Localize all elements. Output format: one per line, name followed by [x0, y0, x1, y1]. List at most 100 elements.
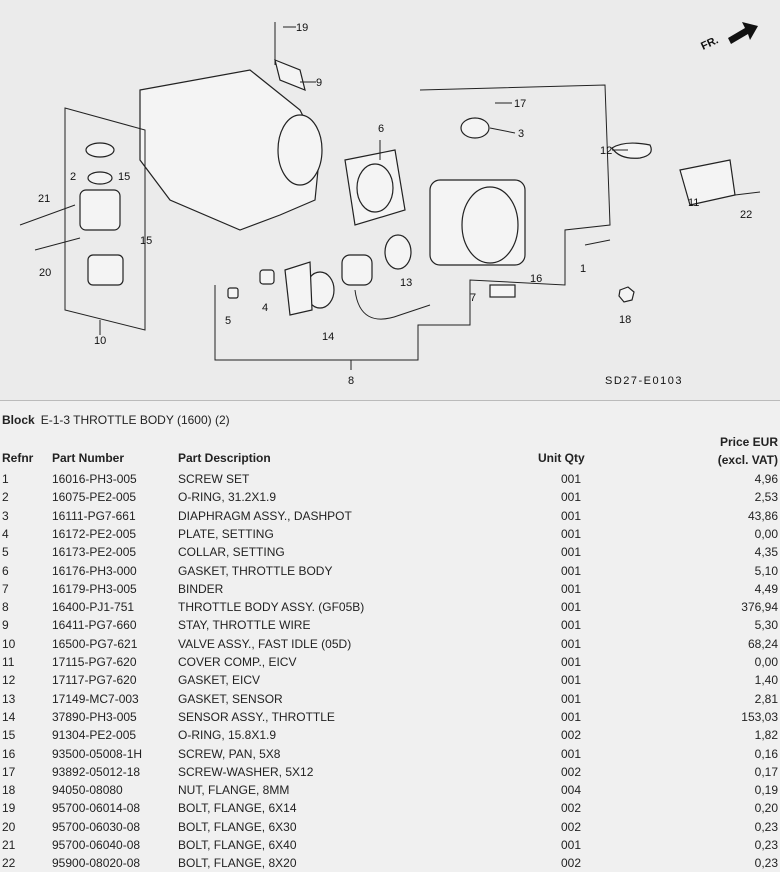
description-cell: GASKET, SENSOR: [178, 691, 283, 706]
diagram-code: SD27-E0103: [605, 375, 683, 387]
ref-cell: 18: [2, 783, 16, 798]
price-cell: 5,30: [754, 618, 778, 633]
callout: 16: [530, 273, 542, 285]
qty-cell: 002: [561, 728, 582, 743]
table-row: 7 16179-PH3-005 BINDER 001 4,49: [0, 580, 780, 598]
qty-cell: 001: [561, 472, 582, 486]
price-cell: 376,94: [741, 600, 778, 615]
part-number-cell: 95700-06030-08: [52, 819, 141, 834]
description-cell: SCREW-WASHER, 5X12: [178, 764, 314, 779]
front-direction-arrow-icon: [728, 22, 758, 44]
qty-cell: 001: [561, 490, 582, 505]
qty-cell: 001: [561, 673, 582, 688]
qty-cell: 001: [561, 838, 582, 852]
part-number-cell: 16173-PE2-005: [52, 545, 137, 560]
header-part-number: Part Number: [52, 451, 125, 465]
ref-cell: 7: [2, 581, 9, 596]
part-number-cell: 37890-PH3-005: [52, 709, 137, 724]
price-cell: 4,49: [754, 581, 778, 596]
part-number-cell: 17117-PG7-620: [52, 673, 137, 688]
description-cell: BOLT, FLANGE, 6X30: [178, 819, 297, 834]
ref-cell: 5: [2, 545, 9, 560]
price-cell: 0,16: [754, 746, 778, 761]
ref-cell: 1: [2, 472, 9, 486]
description-cell: O-RING, 15.8X1.9: [178, 728, 277, 743]
description-cell: BOLT, FLANGE, 6X14: [178, 801, 297, 816]
ref-cell: 8: [2, 600, 9, 615]
ref-cell: 13: [2, 691, 16, 706]
qty-cell: 001: [561, 563, 582, 578]
price-cell: 1,40: [754, 673, 778, 688]
qty-cell: 001: [561, 508, 582, 523]
price-cell: 2,81: [754, 691, 778, 706]
qty-cell: 001: [561, 618, 582, 633]
price-header-line2: (excl. VAT): [717, 453, 778, 467]
price-cell: 0,23: [754, 819, 778, 834]
qty-cell: 001: [561, 581, 582, 596]
description-cell: O-RING, 31.2X1.9: [178, 490, 277, 505]
ref-cell: 15: [2, 728, 16, 743]
qty-cell: 001: [561, 746, 582, 761]
price-cell: 43,86: [747, 508, 778, 523]
price-header-line1: Price EUR: [719, 435, 778, 449]
description-cell: BINDER: [178, 581, 224, 596]
ref-cell: 2: [2, 490, 9, 505]
part-number-cell: 16400-PJ1-751: [52, 600, 135, 615]
description-cell: GASKET, THROTTLE BODY: [178, 563, 333, 578]
ref-cell: 3: [2, 508, 9, 523]
price-cell: 4,35: [754, 545, 778, 560]
part-number-cell: 91304-PE2-005: [52, 728, 137, 743]
qty-cell: 002: [561, 801, 582, 816]
header-description: Part Description: [178, 451, 271, 465]
part-number-cell: 16179-PH3-005: [52, 581, 137, 596]
description-cell: SCREW SET: [178, 472, 250, 486]
callout: 18: [619, 314, 631, 326]
price-cell: 153,03: [741, 709, 778, 724]
callout: 21: [38, 193, 50, 205]
callout: 3: [518, 128, 524, 140]
price-cell: 1,82: [754, 728, 778, 743]
table-row: 15 91304-PE2-005 O-RING, 15.8X1.9 002 1,82: [0, 726, 780, 744]
part-number-cell: 16016-PH3-005: [52, 472, 137, 486]
ref-cell: 4: [2, 526, 9, 541]
intake-manifold: [139, 69, 321, 231]
qty-cell: 001: [561, 655, 582, 669]
qty-cell: 001: [561, 636, 582, 651]
part-number-cell: 16075-PE2-005: [52, 490, 137, 505]
part-number-cell: 16172-PE2-005: [52, 526, 137, 541]
part-number-cell: 95700-06040-08: [52, 838, 141, 852]
price-cell: 5,10: [754, 563, 778, 578]
price-cell: 0,23: [754, 838, 778, 852]
qty-cell: 002: [561, 764, 582, 779]
price-cell: 0,17: [754, 764, 778, 779]
callout: 5: [225, 315, 231, 327]
ref-cell: 17: [2, 764, 16, 779]
callout: 10: [94, 335, 106, 347]
callout: 2: [70, 171, 76, 183]
direction-label: FR.: [699, 34, 720, 52]
header-refnr: Refnr: [2, 451, 34, 465]
qty-cell: 001: [561, 545, 582, 560]
callout: 6: [378, 123, 384, 135]
qty-cell: 002: [561, 856, 582, 871]
ref-cell: 20: [2, 819, 16, 834]
callout: 15: [118, 171, 130, 183]
price-cell: 0,19: [754, 783, 778, 798]
price-header: Price EUR (excl. VAT): [718, 433, 778, 469]
